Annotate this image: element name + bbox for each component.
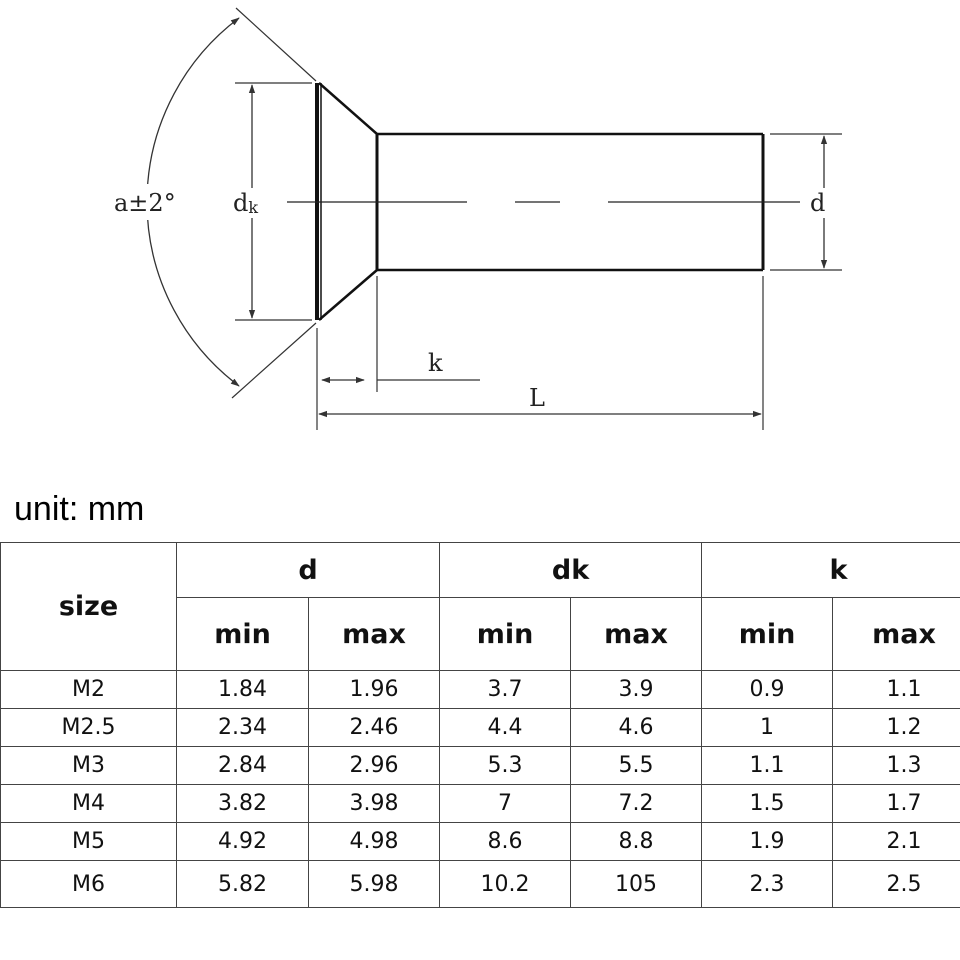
screw-dimension-drawing: a±2° dk d k L [112, 7, 842, 430]
value-cell: 1.1 [832, 670, 960, 709]
value-cell: 4.92 [176, 822, 309, 861]
value-cell: 5.98 [307, 860, 441, 908]
value-cell: 1.5 [701, 784, 834, 823]
value-cell: 1.84 [176, 670, 309, 709]
value-cell: 1.2 [832, 708, 960, 747]
value-cell: 8.8 [570, 822, 703, 861]
dk-max-header: max [570, 597, 703, 671]
table-row: M2 1.84 1.96 3.7 3.9 0.9 1.1 [0, 670, 960, 709]
value-cell: 1.96 [307, 670, 441, 709]
d-min-header: min [176, 597, 309, 671]
value-cell: 3.82 [176, 784, 309, 823]
table-row: M6 5.82 5.98 10.2 105 2.3 2.5 [0, 860, 960, 908]
head-cone-lower [318, 269, 378, 321]
size-cell: M2 [0, 670, 177, 709]
value-cell: 7.2 [570, 784, 703, 823]
value-cell: 2.96 [307, 746, 441, 785]
k-min-header: min [701, 597, 834, 671]
value-cell: 8.6 [439, 822, 572, 861]
L-label: L [529, 384, 545, 412]
value-cell: 5.3 [439, 746, 572, 785]
table-header-group-row: size d dk k [0, 542, 960, 671]
table-row: M3 2.84 2.96 5.3 5.5 1.1 1.3 [0, 746, 960, 785]
value-cell: 1.9 [701, 822, 834, 861]
value-cell: 2.46 [307, 708, 441, 747]
value-cell: 2.1 [832, 822, 960, 861]
value-cell: 4.6 [570, 708, 703, 747]
value-cell: 1.7 [832, 784, 960, 823]
value-cell: 5.82 [176, 860, 309, 908]
k-group-header: k [701, 542, 960, 598]
dk-label: dk [233, 189, 258, 217]
d-max-header: max [307, 597, 441, 671]
size-cell: M3 [0, 746, 177, 785]
value-cell: 105 [570, 860, 703, 908]
value-cell: 1 [701, 708, 834, 747]
value-cell: 0.9 [701, 670, 834, 709]
unit-label: unit: mm [14, 490, 145, 528]
size-cell: M6 [0, 860, 177, 908]
table-row: M5 4.92 4.98 8.6 8.8 1.9 2.1 [0, 822, 960, 861]
d-group-header: d [175, 542, 441, 598]
value-cell: 10.2 [439, 860, 572, 908]
extension-lines [231, 7, 842, 430]
value-cell: 5.5 [570, 746, 703, 785]
value-cell: 7 [439, 784, 572, 823]
size-cell: M4 [0, 784, 177, 823]
value-cell: 4.98 [307, 822, 441, 861]
dk-min-header: min [439, 597, 572, 671]
size-cell: M5 [0, 822, 177, 861]
value-cell: 2.34 [176, 708, 309, 747]
value-cell: 2.5 [832, 860, 960, 908]
table-row: M4 3.82 3.98 7 7.2 1.5 1.7 [0, 784, 960, 823]
dimension-table: size d dk k min max min max min max M2 1… [0, 542, 960, 908]
size-cell: M2.5 [0, 708, 177, 747]
table-header-minmax-row: min max min max min max [1, 597, 960, 671]
size-header: size [0, 542, 177, 671]
k-max-header: max [832, 597, 960, 671]
value-cell: 2.3 [701, 860, 834, 908]
table-row: M2.5 2.34 2.46 4.4 4.6 1 1.2 [0, 708, 960, 747]
value-cell: 3.7 [439, 670, 572, 709]
k-label: k [428, 349, 443, 377]
d-label: d [810, 189, 825, 217]
value-cell: 4.4 [439, 708, 572, 747]
angle-label: a±2° [114, 189, 176, 217]
value-cell: 2.84 [176, 746, 309, 785]
head-cone-upper [318, 82, 378, 135]
value-cell: 3.98 [307, 784, 441, 823]
value-cell: 1.3 [832, 746, 960, 785]
dk-group-header: dk [439, 542, 703, 598]
value-cell: 3.9 [570, 670, 703, 709]
value-cell: 1.1 [701, 746, 834, 785]
